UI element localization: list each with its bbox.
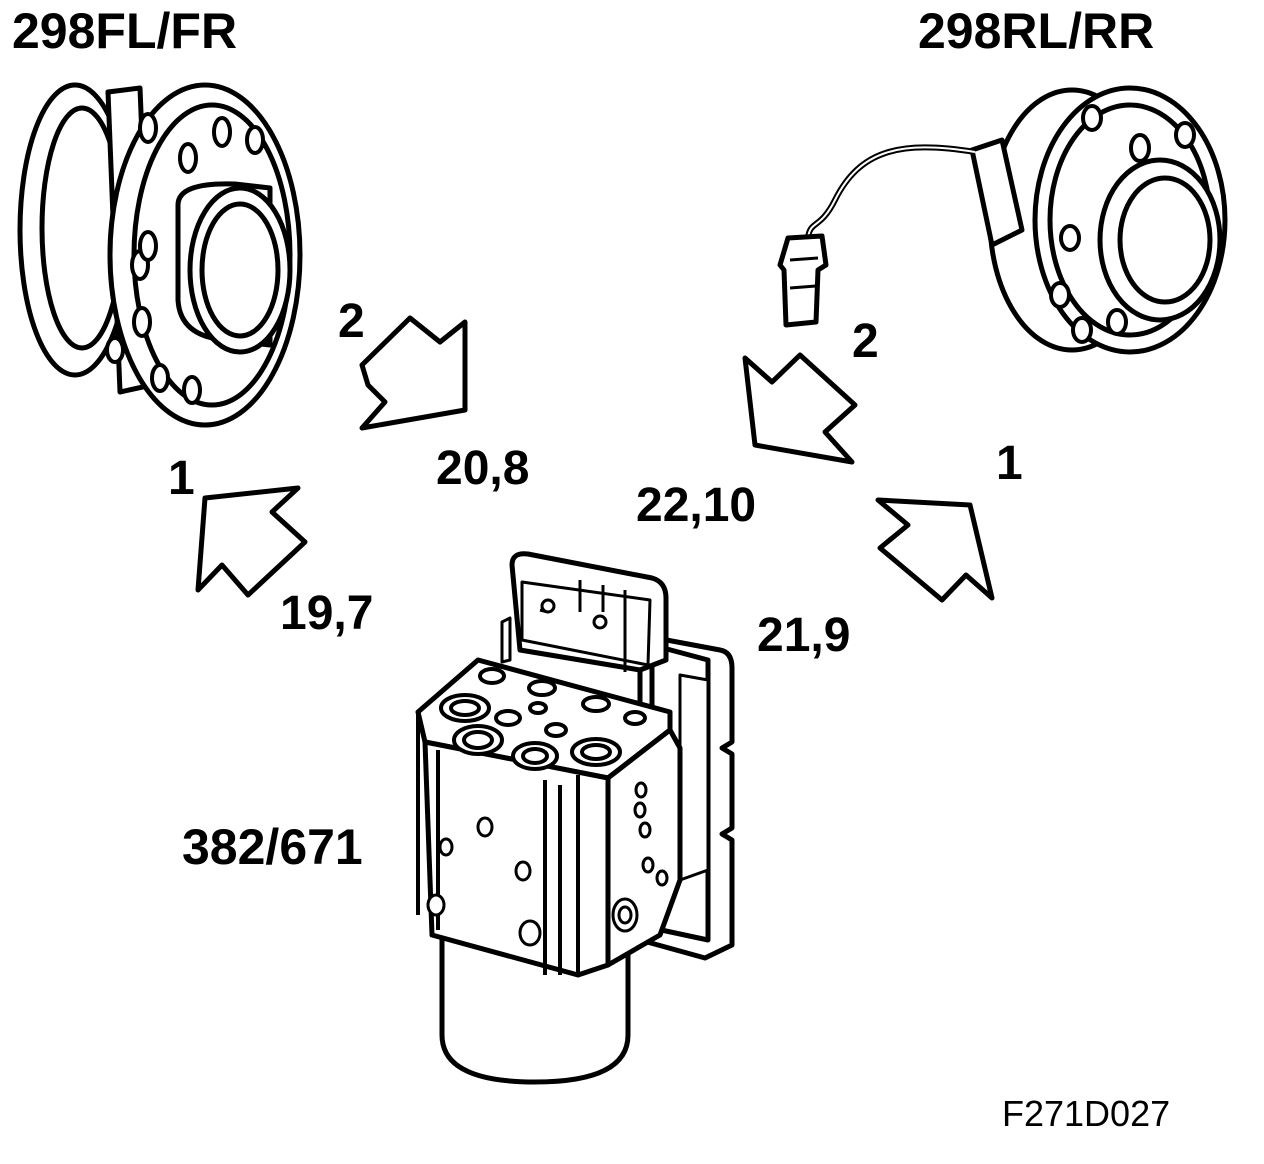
step-2-right-label: 2 (852, 315, 879, 368)
connection-left-lower-label: 19,7 (280, 587, 374, 640)
step-1-right-label: 1 (996, 437, 1023, 490)
arrow-step2-left (359, 315, 468, 431)
arrow-step1-left (195, 485, 308, 598)
front-hub-label: 298FL/FR (12, 3, 238, 59)
connection-left-upper-label: 20,8 (436, 442, 530, 495)
connection-right-lower-label: 21,9 (757, 609, 851, 662)
front-wheel-hub (17, 82, 303, 428)
arrow-step2-right (742, 352, 858, 465)
connection-right-upper-label: 22,10 (636, 479, 757, 532)
figure-code-label: F271D027 (1002, 1093, 1171, 1134)
rear-wheel-hub (777, 85, 1228, 355)
abs-unit-label: 382/671 (182, 819, 363, 875)
arrow-step1-right (875, 497, 995, 603)
abs-hydraulic-unit (415, 551, 735, 1085)
step-1-left-label: 1 (168, 452, 195, 505)
step-2-left-label: 2 (338, 295, 365, 348)
rear-hub-label: 298RL/RR (918, 3, 1155, 59)
